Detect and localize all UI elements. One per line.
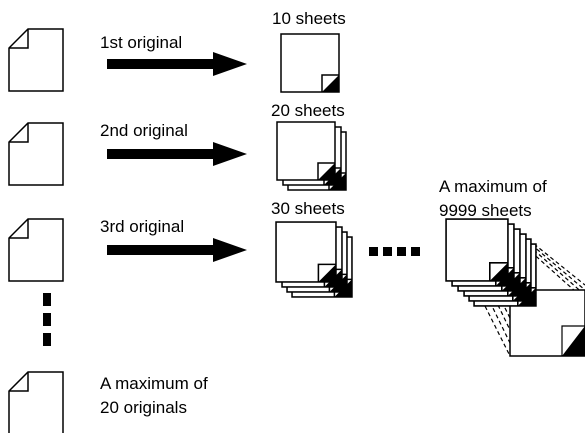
copies-label: 20 sheets xyxy=(271,101,345,120)
max-sheets-label-line1: A maximum of xyxy=(439,177,547,196)
arrow-right-icon xyxy=(107,238,247,262)
original-document-icon xyxy=(8,218,64,282)
row-1: 1st original 10 sheets xyxy=(8,9,346,93)
copy-sheet-stack-icon xyxy=(275,221,353,298)
copy-sheet-icon xyxy=(280,33,340,93)
copies-label: 10 sheets xyxy=(272,9,346,28)
copy-sheet-stack-icon xyxy=(276,121,347,191)
max-originals-label-line1: A maximum of xyxy=(100,374,208,393)
original-label: 3rd original xyxy=(100,217,184,236)
copies-label: 30 sheets xyxy=(271,199,345,218)
ellipsis-connector xyxy=(369,247,420,256)
large-copy-stack-icon xyxy=(445,218,585,357)
max-sheets-group: A maximum of 9999 sheets xyxy=(439,177,585,357)
max-originals-group: A maximum of 20 originals xyxy=(8,371,208,435)
original-document-icon xyxy=(8,28,64,92)
max-originals-label-line2: 20 originals xyxy=(100,398,187,417)
row-3: 3rd original 30 sheets xyxy=(8,199,420,298)
original-document-icon xyxy=(8,371,64,435)
original-document-icon xyxy=(8,122,64,186)
vertical-ellipsis-connector xyxy=(43,293,51,346)
arrow-right-icon xyxy=(107,142,247,166)
max-sheets-label-line2: 9999 sheets xyxy=(439,201,532,220)
arrow-right-icon xyxy=(107,52,247,76)
original-label: 1st original xyxy=(100,33,182,52)
original-label: 2nd original xyxy=(100,121,188,140)
row-2: 2nd original 20 sheets xyxy=(8,101,347,191)
